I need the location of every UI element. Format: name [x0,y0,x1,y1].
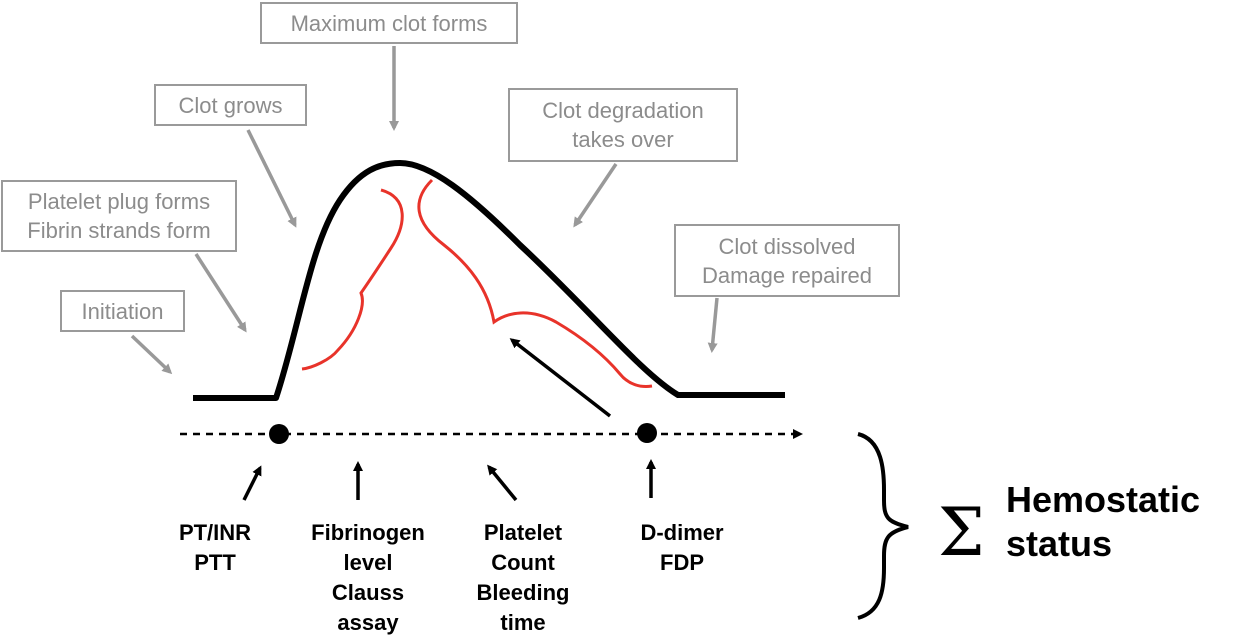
platelet-test: Platelet Count Bleeding time [458,518,588,638]
clot-grows-box: Clot grows [154,84,307,126]
platelet-line-1: Platelet [483,520,563,545]
hemostatic-status-line-2: status [1006,523,1113,564]
dissolved-box: Clot dissolved Damage repaired [674,224,900,297]
pt-ptt-line-2: PTT [194,550,236,575]
initiation-box: Initiation [60,290,185,332]
degradation-arrow [573,163,618,228]
platelet-line-4: time [500,610,546,635]
summary-brace [857,432,909,620]
clot-grows-arrow [246,129,297,228]
fibrinogen-test: Fibrinogen level Clauss assay [298,518,438,638]
platelet-plug-line-1: Platelet plug forms [27,189,211,214]
timeline-dot-end [637,423,657,443]
initiation-label: Initiation [81,298,164,324]
platelet-long-arrow [509,338,612,418]
dissolved-line-2: Damage repaired [702,262,872,288]
fibrinogen-line-1: Fibrinogen [311,520,425,545]
hemostasis-curve [193,160,785,401]
hemostatic-status-label: Hemostatic status [1006,478,1200,566]
platelet-plug-arrow [194,253,247,333]
platelet-line-3: Bleeding [476,580,570,605]
timeline-dot-start [269,424,289,444]
degradation-line-2: takes over [572,127,674,152]
pt-ptt-line-1: PT/INR [178,520,252,545]
clot-grows-label: Clot grows [178,92,283,118]
initiation-arrow [130,334,173,375]
d-dimer-line-1: D-dimer [640,520,724,545]
platelet-plug-line-2: Fibrin strands form [27,218,211,243]
maximum-clot-box: Maximum clot forms [260,2,518,44]
dissolved-arrow [707,297,719,353]
sigma-symbol: Σ [938,494,985,571]
pt-ptt-arrow [242,465,262,501]
dissolved-line-1: Clot dissolved [718,233,856,259]
d-dimer-line-2: FDP [660,550,704,575]
hemostatic-status-line-1: Hemostatic [1006,479,1201,520]
degradation-line-1: Clot degradation [542,98,704,123]
degradation-box: Clot degradation takes over [508,88,738,162]
platelet-plug-box: Platelet plug forms Fibrin strands form [1,180,237,252]
pt-ptt-test: PT/INR PTT [155,518,275,578]
platelet-arrow [487,464,518,502]
fibrinogen-line-2: level [343,550,393,575]
fibrinogen-line-4: assay [337,610,399,635]
d-dimer-test: D-dimer FDP [622,518,742,578]
fibrinogen-line-3: Clauss [331,580,405,605]
clot-growth-brace [301,188,404,371]
clot-degradation-brace [417,178,653,388]
platelet-line-2: Count [491,550,555,575]
maximum-clot-label: Maximum clot forms [290,10,488,36]
